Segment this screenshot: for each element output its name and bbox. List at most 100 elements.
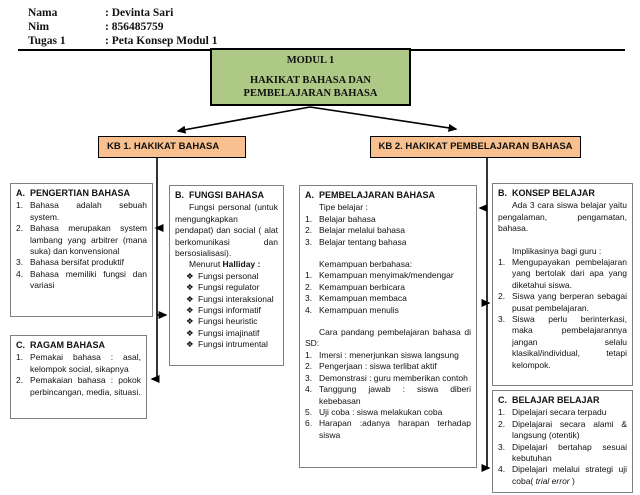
list-item: 2.Bahasa merupakan system lambang yang a…	[16, 223, 147, 257]
list-number: 3.	[305, 293, 313, 304]
modul-subtitle-line2: PEMBELAJARAN BAHASA	[243, 88, 378, 99]
text-segment: Dipelajari melalui strategi uji coba(	[512, 464, 627, 486]
tipe-belajar-label: Tipe belajar :	[319, 202, 368, 213]
nama-value: : Devinta Sari	[105, 7, 174, 19]
list-item: ❖ Fungsi personal	[186, 271, 278, 282]
fungsi-intro: Fungsi personal (untuk mengungkapkan pen…	[175, 202, 278, 259]
list-item: 2.Belajar melalui bahasa	[305, 225, 471, 236]
list-item: 4.Kemampuan menulis	[305, 305, 471, 316]
konsep-belajar-box: B. KONSEP BELAJAR Ada 3 cara siswa belaj…	[492, 183, 633, 386]
list-item-text: Pengerjaan : siswa terlibat aktif	[319, 361, 437, 372]
list-number: 6.	[305, 418, 313, 429]
numbered-list: 1. Pemakai bahasa : asal, kelompok social…	[16, 352, 141, 398]
list-number: 1.	[498, 407, 506, 418]
list-item-text: Fungsi interaksional	[198, 293, 274, 304]
list-item: ❖Fungsi regulator	[186, 282, 278, 293]
heading-letter: B.	[498, 188, 507, 198]
list-item-text: Bahasa bersifat produktif	[30, 257, 125, 268]
list-item: 4. Dipelajari melalui strategi uji coba( …	[498, 464, 627, 487]
list-item: 3. Belajar tentang bahasa	[305, 237, 471, 248]
list-item-text: Mengupayakan pembelajaran yang bertolak …	[512, 257, 627, 290]
arrow-kb2-to-belajar	[481, 158, 491, 472]
list-item-text: Dipelajari melalui strategi uji coba( tr…	[512, 464, 627, 487]
list-item: 4.Bahasa memiliki fungsi dan variasi	[16, 269, 147, 292]
list-item: ❖Fungsi intrumental	[186, 339, 278, 350]
text-segment: )	[569, 475, 575, 486]
list-item-text: Fungsi regulator	[198, 282, 260, 293]
list-number: 1.	[305, 270, 313, 281]
header-row-nama: Nama : Devinta Sari	[28, 6, 217, 20]
heading-text: FUNGSI BAHASA	[189, 190, 265, 200]
list-item: 1. Belajar bahasa	[305, 214, 471, 225]
modul-node: MODUL 1 HAKIKAT BAHASA DAN PEMBELAJARAN …	[210, 48, 411, 106]
list-item: 1.Kemampuan menyimak/mendengar	[305, 270, 471, 281]
list-item-text: Bahasa merupakan system lambang yang arb…	[30, 223, 147, 257]
spacer	[305, 248, 471, 259]
heading-text: KONSEP BELAJAR	[512, 188, 595, 198]
header-row-nim: Nim : 856485759	[28, 20, 217, 34]
list-number: 3.	[305, 236, 313, 247]
heading-letter: B.	[175, 190, 184, 200]
cara-pandang-label: Cara pandang pembelajaran bahasa di SD:	[305, 327, 471, 349]
header-row-tugas: Tugas 1 : Peta Konsep Modul 1	[28, 34, 217, 48]
belajar-belajar-box: C. BELAJAR BELAJAR 1.Dipelajari secara t…	[492, 390, 633, 493]
list-item: 1. Pemakai bahasa : asal, kelompok social…	[16, 352, 141, 375]
list-number: 3.	[16, 257, 24, 268]
list-number: 1.	[16, 352, 24, 363]
arrow-modul-to-kb1	[176, 106, 311, 134]
text-segment: Menurut	[189, 259, 223, 270]
box-heading: A. PEMBELAJARAN BAHASA	[305, 190, 471, 201]
list-item-text: Belajar bahasa	[319, 213, 376, 224]
text-segment: Halliday :	[222, 259, 261, 270]
heading-letter: A.	[305, 190, 314, 200]
list-item-text: Fungsi personal	[198, 270, 259, 281]
list-item-text: Dipelajarai secara alami & langsung (ote…	[512, 418, 627, 441]
ragam-bahasa-box: C. RAGAM BAHASA 1.Pemakai bahasa : asal,…	[10, 335, 147, 419]
pengertian-bahasa-box: A. PENGERTIAN BAHASA 1.Bahasa adalah seb…	[10, 183, 153, 317]
list-item-text: Pemakai bahasa : asal, kelompok social, …	[30, 352, 141, 374]
list-item-text: Harapan :adanya harapan terhadap siswa	[319, 418, 471, 440]
list-item-text: Imersi : menerjunkan siswa langsung	[319, 349, 459, 360]
box-heading: B. FUNGSI BAHASA	[175, 190, 278, 201]
list-item: ❖ Fungsi interaksional	[186, 294, 278, 305]
diamond-bullet-icon: ❖	[186, 270, 194, 281]
list-number: 4.	[305, 304, 313, 315]
list-item: 3.Kemampuan membaca	[305, 293, 471, 304]
tugas-label: Tugas 1	[28, 35, 66, 47]
list-item: 1.Dipelajari secara terpadu	[498, 407, 627, 418]
heading-letter: C.	[498, 395, 507, 405]
diamond-bullet-icon: ❖	[186, 327, 194, 338]
menurut-halliday-line: Menurut Halliday :	[175, 259, 278, 270]
modul-subtitle-line1: HAKIKAT BAHASA DAN	[250, 75, 371, 86]
modul-title: MODUL 1	[286, 55, 335, 66]
list-item-text: Tanggung jawab : siswa diberi kebebasan	[319, 384, 471, 406]
list-number: 2.	[305, 281, 313, 292]
list-item: 2.Dipelajarai secara alami & langsung (o…	[498, 419, 627, 442]
list-item-text: Bahasa adalah sebuah system.	[30, 200, 147, 222]
list-item: 1.Imersi : menerjunkan siswa langsung	[305, 350, 471, 361]
numbered-list: 1.Mengupayakan pembelajaran yang bertola…	[498, 257, 627, 371]
list-item: 2.Siswa yang berperan sebagai pusat pemb…	[498, 291, 627, 314]
numbered-list: 1.Bahasa adalah sebuah system.2.Bahasa m…	[16, 200, 147, 291]
diamond-bullet-icon: ❖	[186, 293, 194, 304]
tugas-value: : Peta Konsep Modul 1	[105, 35, 218, 47]
student-header: Nama : Devinta Sari Nim : 856485759 Tuga…	[28, 6, 217, 48]
list-item-text: Uji coba : siswa melakukan coba	[319, 406, 443, 417]
list-item-text: Bahasa memiliki fungsi dan variasi	[30, 268, 147, 291]
list-number: 3.	[498, 441, 506, 452]
list-number: 2.	[498, 291, 506, 302]
list-number: 1.	[305, 213, 313, 224]
list-number: 4.	[498, 464, 506, 475]
heading-text: RAGAM BAHASA	[30, 340, 105, 350]
list-item-text: Siswa perlu berinterkasi, maka pembelaja…	[512, 314, 627, 370]
list-item-text: Pemakaian bahasa : pokok perbincangan, m…	[30, 375, 141, 397]
spacer	[305, 316, 471, 327]
diamond-bullet-icon: ❖	[186, 339, 194, 350]
list-item: ❖Fungsi informatif	[186, 305, 278, 316]
list-item-text: Belajar tentang bahasa	[319, 236, 407, 247]
pembelajaran-bahasa-box: A. PEMBELAJARAN BAHASA Tipe belajar : 1.…	[299, 185, 477, 468]
